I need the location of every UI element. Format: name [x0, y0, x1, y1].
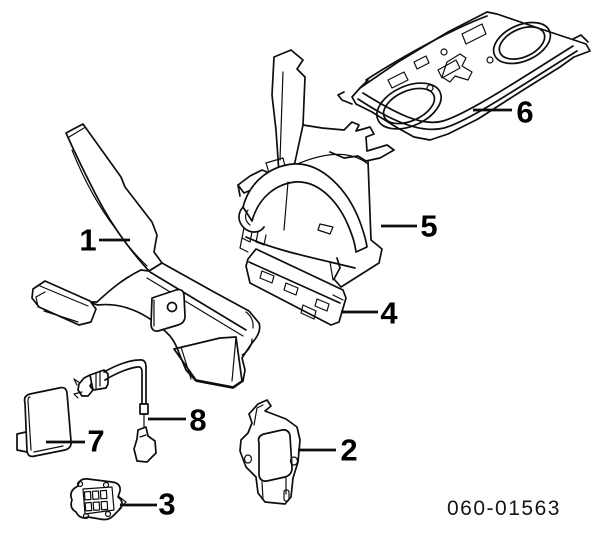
callout-leader-lines: [46, 108, 512, 507]
part-1-quarter-panel-illustration: [31, 123, 261, 389]
callout-label-1: 1: [79, 222, 97, 258]
part-4-sill-rail-illustration: [245, 248, 347, 326]
callout-label-2: 2: [340, 432, 358, 468]
callout-label-7: 7: [87, 423, 105, 459]
callout-label-5: 5: [420, 208, 438, 244]
part-8-release-cable-illustration: [73, 359, 157, 463]
part-5-wheelhouse-inner-panel-illustration: [237, 49, 395, 288]
callout-label-3: 3: [158, 486, 176, 522]
grille-slots: [83, 489, 109, 512]
callout-label-8: 8: [189, 402, 207, 438]
part-2-rear-bracket-illustration: [239, 399, 301, 505]
part-7-fuel-filler-door-illustration: [16, 386, 72, 458]
part-3-vent-grille-illustration: [70, 478, 127, 521]
callout-label-6: 6: [516, 94, 534, 130]
callout-label-4: 4: [380, 295, 398, 331]
part-6-rear-package-tray-illustration: [337, 11, 591, 141]
diagram-code: 060-01563: [447, 497, 561, 520]
